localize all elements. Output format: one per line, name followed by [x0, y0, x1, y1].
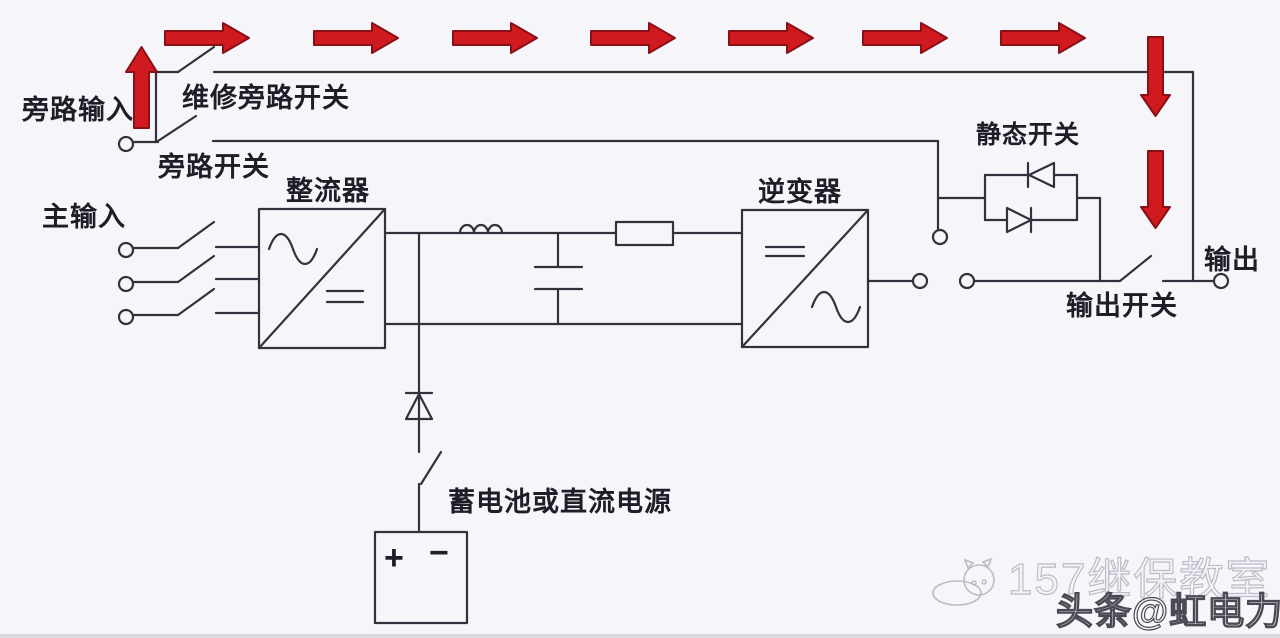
dc-link: [383, 220, 744, 326]
phase-3-switch-blade: [176, 287, 216, 317]
flow-arrow-right: [590, 22, 676, 54]
flow-arrow-right: [313, 22, 399, 54]
bypass-input-terminal: [117, 135, 160, 153]
ac-sine-icon: [267, 232, 319, 266]
maintenance-bypass-switch-blade: [176, 45, 216, 74]
flow-arrow-down: [1140, 150, 1171, 229]
battery-plus-symbol: +: [384, 539, 404, 577]
rectifier-box: [257, 207, 387, 350]
label-maintenance-bypass-switch: 维修旁路开关: [182, 82, 350, 113]
flow-arrow-right: [164, 22, 250, 54]
battery-box: [373, 530, 469, 625]
watermark-line2: 头条@虹电力: [1056, 591, 1280, 632]
dc-equals-icon: [325, 289, 365, 304]
phase-2-switch-blade: [176, 254, 216, 284]
label-battery: 蓄电池或直流电源: [448, 487, 672, 517]
main-input-phase-1: [117, 220, 261, 259]
battery-branch: [373, 231, 469, 625]
output-switch-blade: [1118, 254, 1153, 283]
capacitor-icon: [533, 231, 584, 326]
watermark: 157继保教室 头条@虹电力: [932, 554, 1280, 633]
battery-switch-blade: [419, 450, 443, 486]
flow-arrow-down: [1140, 36, 1171, 117]
label-output: 输出: [1204, 244, 1260, 275]
label-bypass-switch: 旁路开关: [157, 151, 270, 182]
maintenance-bypass-branch: [154, 45, 1195, 283]
output-terminal: [1212, 272, 1230, 290]
flow-arrow-right: [452, 22, 538, 54]
label-inverter: 逆变器: [758, 176, 842, 207]
dc-equals-icon: [764, 245, 806, 258]
main-input-phase-3: [117, 287, 261, 326]
flow-arrow-right: [862, 22, 948, 54]
label-rectifier: 整流器: [286, 176, 370, 206]
wires-layer: [117, 45, 1230, 625]
inverter-diagonal: [740, 208, 870, 349]
inverter-box: [740, 208, 870, 349]
inductor-icon: [458, 223, 504, 235]
main-input-phase-2: [117, 254, 261, 293]
flow-arrow-up: [125, 46, 158, 129]
contact-terminal: [911, 272, 929, 290]
watermark-cat-icon: [932, 557, 995, 606]
ac-sine-icon: [810, 290, 862, 324]
static-switch-diode-bottom-icon: [983, 206, 1079, 234]
label-static-switch: 静态开关: [976, 120, 1080, 149]
bottom-edge-strip: [0, 634, 1280, 638]
flow-arrow-right: [728, 22, 814, 54]
bypass-contact-terminal: [931, 228, 949, 246]
label-main-input: 主输入: [42, 201, 126, 232]
labels-layer: 旁路输入 维修旁路开关 旁路开关 主输入 整流器 逆变器 静态开关 输出 输出开…: [21, 82, 1260, 577]
battery-minus-symbol: −: [429, 534, 449, 572]
static-switch-diode-top-icon: [983, 161, 1079, 189]
flow-arrow-right: [1000, 22, 1086, 54]
static-switch: [931, 139, 1102, 283]
output-line: [866, 254, 1230, 290]
label-output-switch: 输出开关: [1066, 290, 1178, 321]
label-bypass-input: 旁路输入: [21, 94, 134, 125]
flow-arrows: [125, 22, 1171, 229]
rectifier-diagonal: [257, 207, 387, 350]
battery-diode-icon: [404, 391, 434, 421]
bypass-switch-blade: [156, 114, 198, 143]
phase-1-switch-blade: [176, 220, 216, 250]
watermark-line1: 157继保教室: [1008, 555, 1271, 604]
